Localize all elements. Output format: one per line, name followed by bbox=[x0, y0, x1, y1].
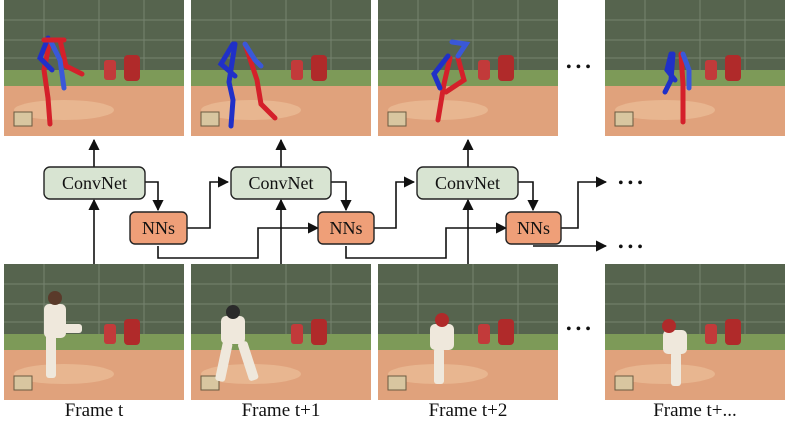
convnet-block-2: ConvNet bbox=[230, 166, 332, 200]
pose-skeleton bbox=[662, 51, 692, 125]
input-frame-3 bbox=[377, 263, 559, 401]
bottom-row-ellipsis: • • • bbox=[566, 321, 591, 338]
convnet-label: ConvNet bbox=[435, 173, 500, 193]
nns-label: NNs bbox=[142, 218, 175, 238]
mid-ellipsis-bottom: • • • bbox=[618, 239, 643, 256]
frame-caption-1: Frame t bbox=[64, 400, 124, 421]
arrow-convnet-3-to-nns-3 bbox=[518, 181, 539, 212]
output-frame-1 bbox=[3, 0, 185, 137]
mid-ellipsis-top: • • • bbox=[618, 175, 643, 192]
frame-caption-2: Frame t+1 bbox=[241, 400, 321, 421]
arrow-convnet-1-to-nns-1 bbox=[145, 181, 164, 212]
arrow-nns-3-to-continue bbox=[561, 176, 608, 229]
nns-block-1: NNs bbox=[129, 211, 188, 245]
player-figure bbox=[215, 305, 259, 382]
nns-block-3: NNs bbox=[505, 211, 562, 245]
nns-label: NNs bbox=[329, 218, 362, 238]
nns-label: NNs bbox=[517, 218, 550, 238]
pose-skeleton bbox=[37, 35, 85, 127]
convnet-label: ConvNet bbox=[249, 173, 314, 193]
nns-block-2: NNs bbox=[317, 211, 375, 245]
input-frame-4 bbox=[604, 263, 786, 401]
player-figure bbox=[44, 291, 82, 378]
output-frame-3 bbox=[377, 0, 559, 137]
frame-caption-4: Frame t+... bbox=[653, 400, 737, 421]
input-frame-1 bbox=[3, 263, 185, 401]
arrow-input-2-to-nns-3 bbox=[345, 222, 508, 259]
input-frame-2 bbox=[190, 263, 372, 401]
pose-skeleton bbox=[431, 39, 471, 123]
arrow-convnet-2-to-nns-2 bbox=[331, 181, 352, 212]
frame-caption-3: Frame t+2 bbox=[428, 400, 508, 421]
player-figure bbox=[662, 319, 687, 386]
pose-skeleton bbox=[217, 41, 278, 129]
output-frame-4 bbox=[604, 0, 786, 137]
arrow-nns-2-to-convnet-3 bbox=[374, 176, 416, 229]
convnet-block-3: ConvNet bbox=[416, 166, 519, 200]
output-frame-2 bbox=[190, 0, 372, 137]
arrow-nns-1-to-convnet-2 bbox=[187, 176, 230, 229]
convnet-label: ConvNet bbox=[62, 173, 127, 193]
player-figure bbox=[430, 313, 454, 384]
convnet-block-1: ConvNet bbox=[43, 166, 146, 200]
top-row-ellipsis: • • • bbox=[566, 59, 591, 76]
arrow-input-1-to-nns-2 bbox=[157, 222, 320, 259]
